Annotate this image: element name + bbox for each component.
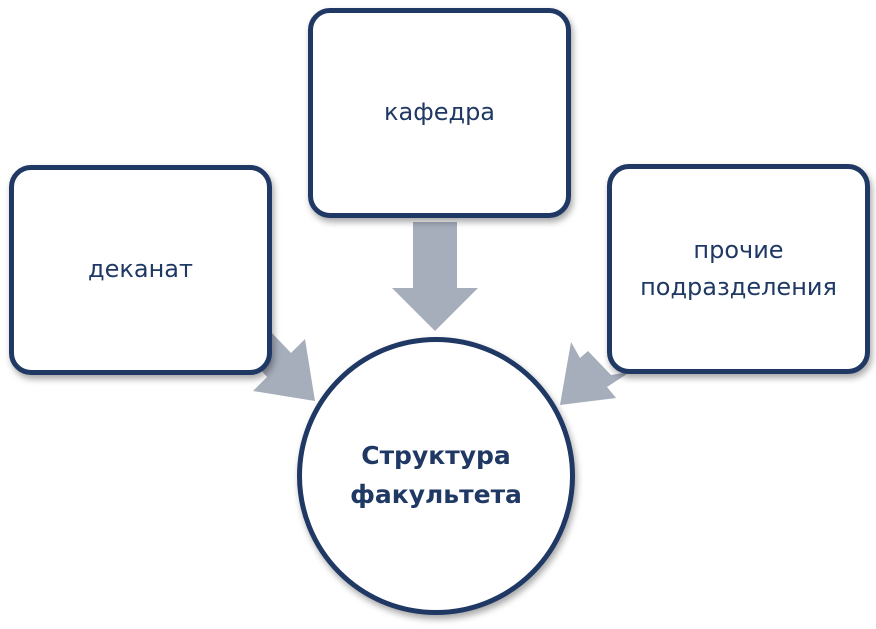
node-department: кафедра [308,8,571,218]
node-other-units-label-line1: прочие [693,235,784,264]
node-dean-office: деканат [9,165,272,375]
node-other-units-label-line2: подразделения [640,273,837,301]
center-node-label-line1: Структура [361,441,511,471]
arrow-right-to-center [560,342,630,405]
node-dean-office-label: деканат [88,255,193,284]
arrow-top-to-center [392,222,478,331]
node-department-label: кафедра [383,98,496,127]
center-node-faculty-structure: Структура факультета [297,337,575,615]
center-node-label-line2: факультета [350,480,522,509]
node-other-units: прочие подразделения [607,164,870,374]
